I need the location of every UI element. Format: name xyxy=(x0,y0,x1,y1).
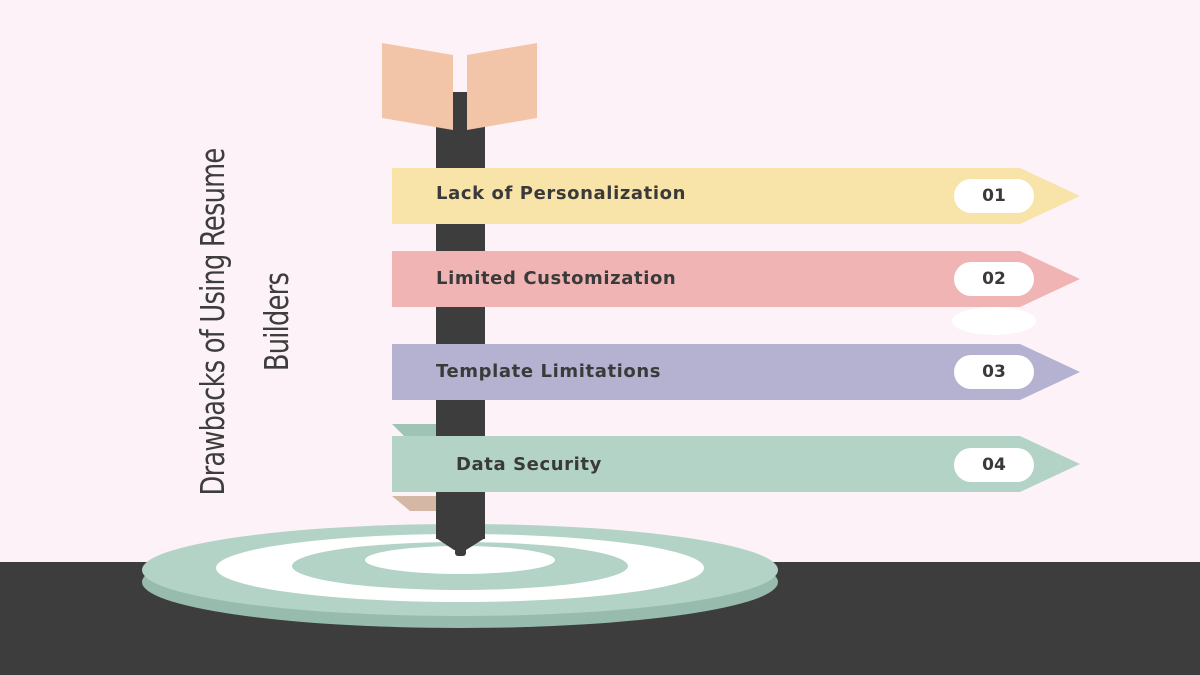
banner-1-number-badge: 01 xyxy=(954,179,1034,213)
banner-4 xyxy=(392,436,1080,492)
arrow-fletching-left xyxy=(382,43,453,130)
target xyxy=(142,524,778,628)
banner-2-number-badge: 02 xyxy=(954,262,1034,296)
title-line-2: Builders xyxy=(257,272,296,372)
banner-3 xyxy=(392,344,1080,400)
title-line-1: Drawbacks of Using Resume xyxy=(193,148,232,496)
fold-accent-top xyxy=(392,424,438,437)
banner-4-number-badge: 04 xyxy=(954,448,1034,482)
arrow-nock xyxy=(453,92,467,132)
banner-2-label: Limited Customization xyxy=(436,268,677,289)
arrow-tip-nub xyxy=(455,540,466,556)
target-center xyxy=(365,546,555,574)
arrow-fletching-right xyxy=(467,43,537,130)
banner-1-label: Lack of Personalization xyxy=(436,183,687,204)
fold-accent-bottom xyxy=(392,496,440,511)
banner-3-number-badge: 03 xyxy=(954,355,1034,389)
diagram-title: Drawbacks of Using Resume Builders xyxy=(181,100,309,545)
banner-1 xyxy=(392,168,1080,224)
banner-4-label: Data Security xyxy=(456,454,602,475)
banner-2 xyxy=(392,251,1080,307)
banner-3-label: Template Limitations xyxy=(436,361,662,382)
banner-2-shadow-dot xyxy=(952,307,1036,335)
